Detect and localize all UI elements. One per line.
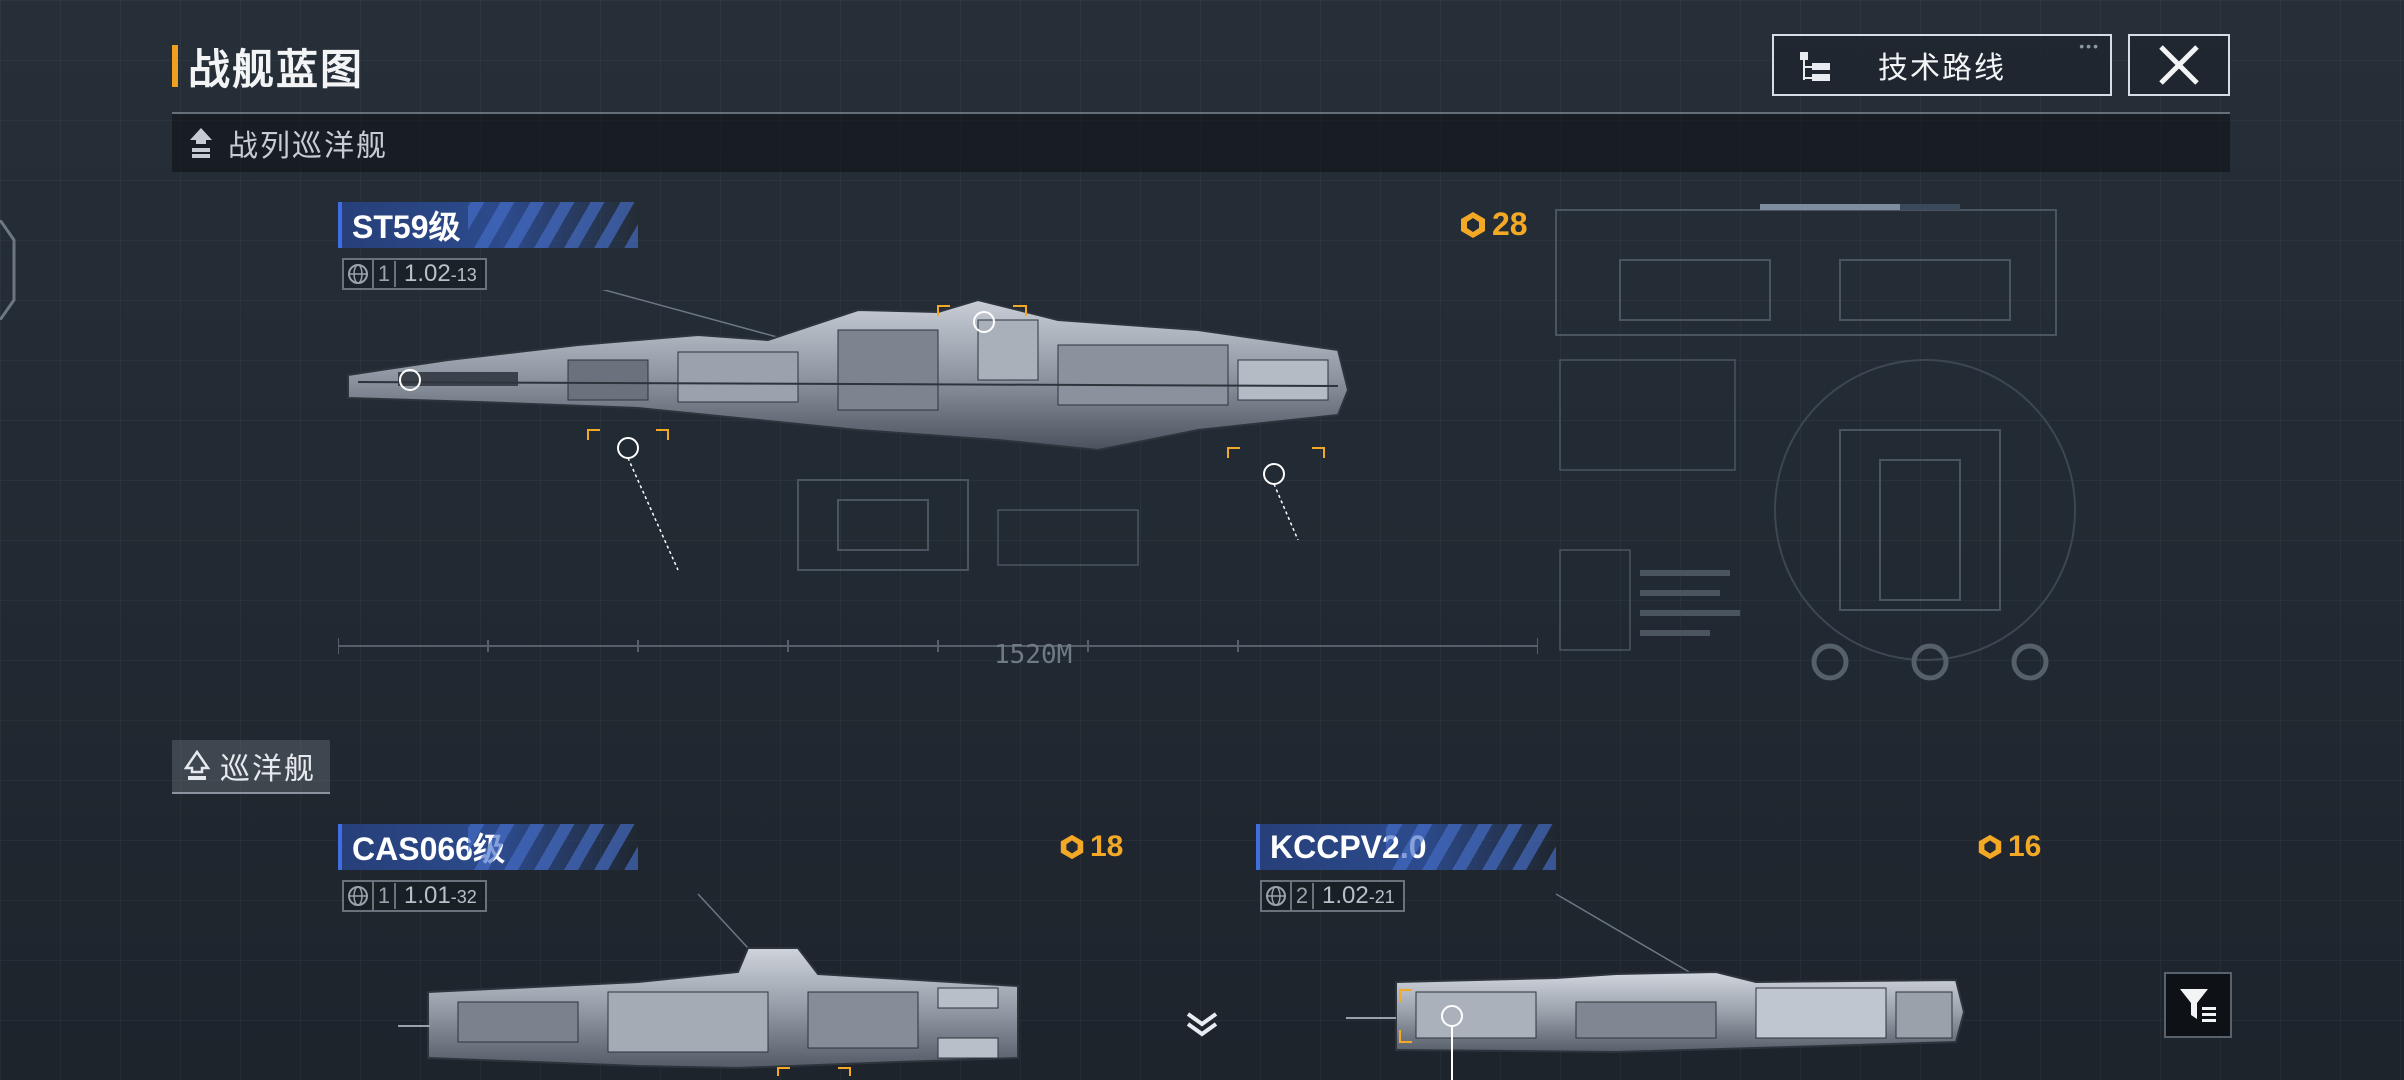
- ship-model-st59: [338, 290, 1538, 654]
- cost-icon: [1060, 834, 1084, 860]
- cost-icon: [1461, 211, 1485, 238]
- ship-tier: 1: [374, 261, 396, 287]
- battlecruiser-rank-icon: [190, 128, 212, 158]
- ship-version: 1.02-13: [404, 260, 477, 287]
- globe-icon: [344, 882, 374, 910]
- ship-model-kccpv: [1346, 893, 1966, 1080]
- ship-version: 1.02-21: [1322, 882, 1395, 909]
- tech-route-label: 技术路线: [1878, 52, 2006, 85]
- cost-icon: [1978, 834, 2002, 860]
- page-title-wrap: 战舰蓝图: [172, 38, 364, 94]
- ship-tier: 2: [1292, 883, 1314, 909]
- ship-version-box: 1 1.01-32: [342, 880, 487, 912]
- filter-icon: [2180, 989, 2216, 1022]
- title-accent-bar: [172, 45, 178, 87]
- left-edge-decor: [0, 220, 16, 320]
- ship-length: 1520M: [994, 640, 1073, 670]
- name-bar-stripes: [1386, 824, 1556, 870]
- tree-icon: [1800, 52, 1830, 81]
- ship-card-cas066[interactable]: CAS066级 1 1.01-32 18: [338, 822, 1123, 1080]
- ship-name: ST59级: [352, 209, 461, 245]
- ship-name-bar: CAS066级: [338, 824, 638, 870]
- close-button[interactable]: [2128, 34, 2230, 96]
- ship-tier: 1: [374, 883, 396, 909]
- tech-route-button[interactable]: 技术路线 •••: [1772, 34, 2112, 96]
- globe-icon: [344, 260, 374, 288]
- name-bar-stripes: [468, 202, 638, 248]
- filter-button[interactable]: [2164, 972, 2232, 1038]
- ship-cost: 28: [1458, 206, 1528, 243]
- corner-dots: •••: [2079, 38, 2100, 54]
- ship-card-kccpv[interactable]: KCCPV2.0 2 1.02-21 16: [1256, 822, 2041, 1080]
- header-divider: [172, 112, 2230, 114]
- category-battlecruiser: 战列巡洋舰: [172, 114, 2230, 172]
- ship-name-bar: KCCPV2.0: [1256, 824, 1556, 870]
- blueprint-schematic: [1555, 204, 2076, 681]
- category-cruiser-label: 巡洋舰: [220, 753, 316, 786]
- ship-name-bar: ST59级: [338, 202, 638, 248]
- page-title: 战舰蓝图: [188, 45, 365, 93]
- ship-model-cas066: [398, 893, 1019, 1076]
- cruiser-rank-icon: [184, 750, 210, 780]
- globe-icon: [1262, 882, 1292, 910]
- ship-cost: 18: [1058, 830, 1123, 864]
- ship-version-box: 1 1.02-13: [342, 258, 487, 290]
- close-icon: [2159, 45, 2199, 85]
- category-battlecruiser-label: 战列巡洋舰: [228, 130, 388, 163]
- ship-card-st59[interactable]: ST59级 1 1.02-13 28: [338, 200, 1538, 700]
- category-cruiser: 巡洋舰: [172, 740, 330, 794]
- chevron-down-icon[interactable]: [1184, 1010, 1220, 1040]
- name-bar-stripes: [468, 824, 638, 870]
- ship-cost: 16: [1976, 830, 2041, 864]
- ship-version: 1.01-32: [404, 882, 477, 909]
- ship-version-box: 2 1.02-21: [1260, 880, 1405, 912]
